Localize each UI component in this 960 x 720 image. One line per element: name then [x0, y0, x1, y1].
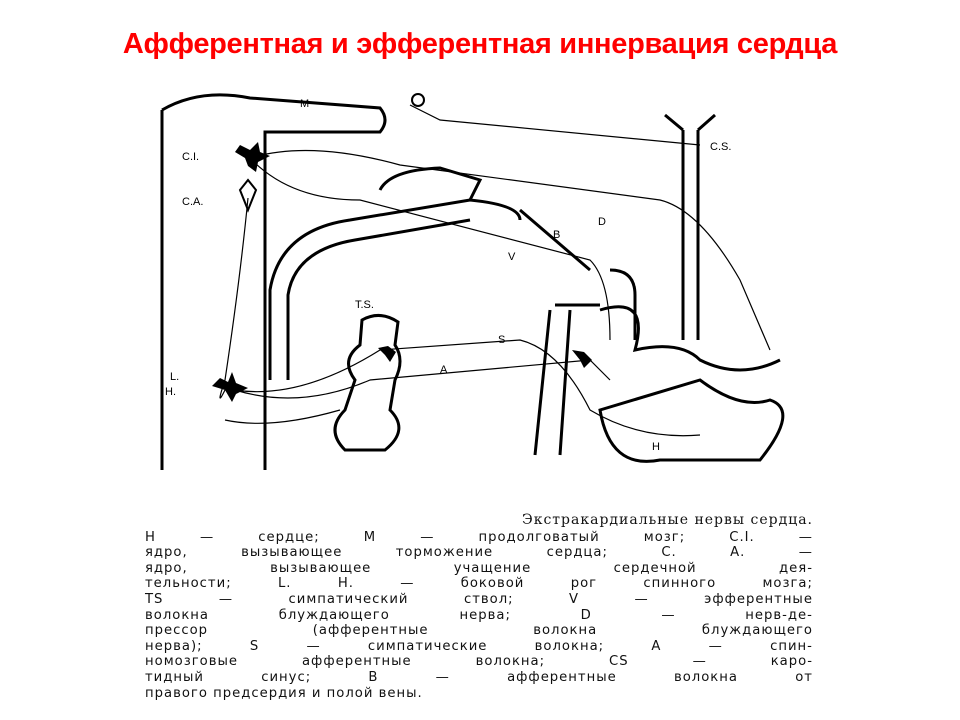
label-s: S [498, 334, 505, 346]
diagram-labels: M C.I. C.A. C.S. D B V T.S. S A L. H. H [165, 98, 731, 453]
label-h-heart: H [652, 441, 660, 453]
slide-title: Афферентная и эфферентная иннервация сер… [122, 28, 838, 60]
figure-caption: Экстракардиальные нервы сердца. Н—сердце… [145, 512, 813, 701]
label-h-spinal: H. [165, 386, 176, 398]
extracardiac-nerves-diagram: M C.I. C.A. C.S. D B V T.S. S A L. H. H [160, 93, 785, 470]
label-v: V [508, 251, 516, 263]
label-m: M [300, 98, 309, 110]
caption-title: Экстракардиальные нервы сердца. [522, 512, 813, 528]
label-b: B [553, 229, 560, 241]
neuron-markers [212, 93, 592, 402]
label-d: D [598, 216, 606, 228]
label-ca: C.A. [182, 196, 203, 208]
label-ci: C.I. [182, 151, 199, 163]
label-l: L. [170, 371, 179, 383]
label-cs: C.S. [710, 141, 731, 153]
carotid-artery [664, 113, 716, 340]
spinal-cord [161, 93, 387, 470]
nerve-fibers [219, 104, 771, 437]
label-a: A [440, 364, 448, 376]
heart [598, 305, 785, 463]
aortic-arch [268, 198, 522, 380]
sympathetic-trunk [333, 314, 402, 452]
caption-line: правого предсердия и полой вены. [145, 685, 423, 701]
label-ts: T.S. [355, 299, 374, 311]
vena-cava [533, 303, 600, 456]
